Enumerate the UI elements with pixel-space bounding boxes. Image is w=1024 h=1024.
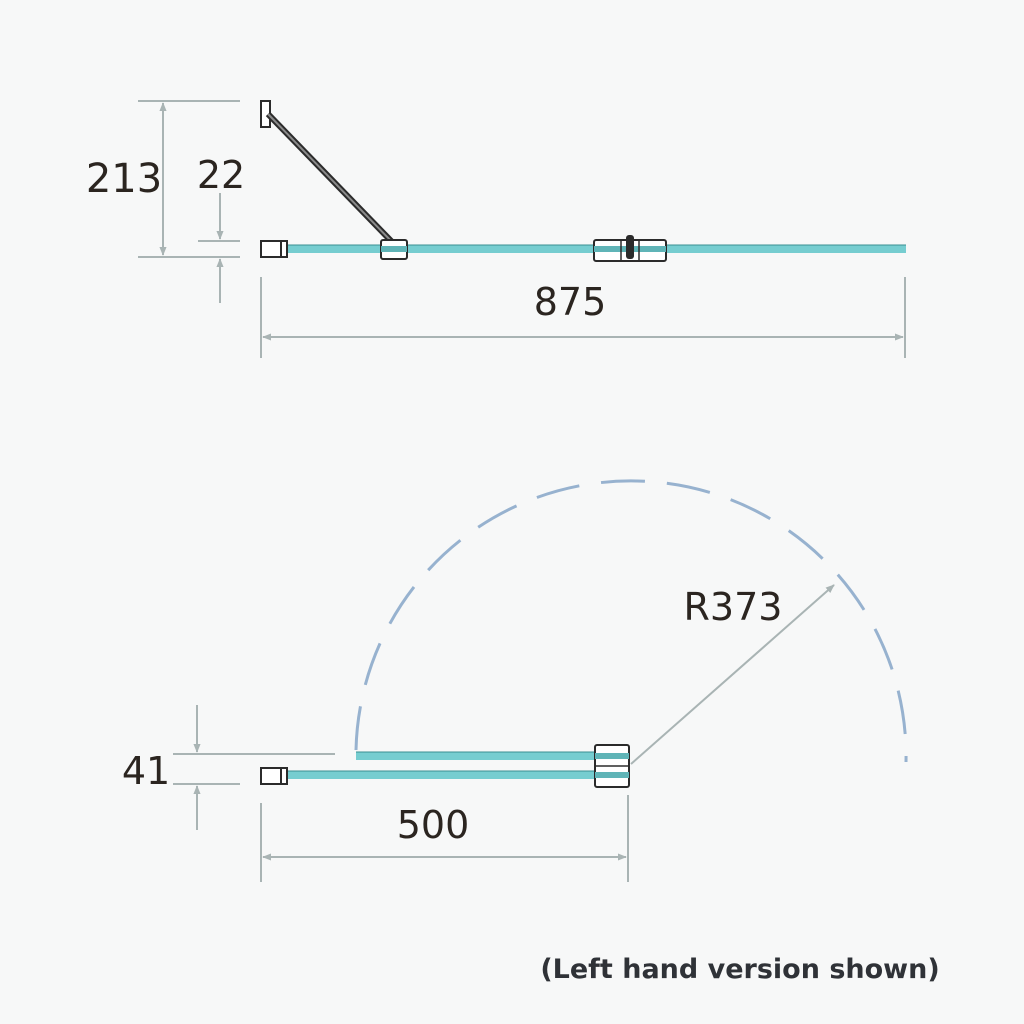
glass-panel-fixed (283, 771, 628, 779)
wall-channel-bottom (260, 767, 288, 785)
dim-label-500: 500 (397, 803, 470, 847)
dim-label-41: 41 (122, 749, 170, 793)
wall-channel (260, 240, 288, 258)
top-view: 213 22 875 (86, 100, 906, 358)
radius-label: R373 (684, 585, 783, 629)
dim-label-22: 22 (197, 153, 245, 197)
swing-arc (354, 479, 908, 763)
hinge-pin (626, 235, 634, 259)
dim-label-213: 213 (86, 156, 162, 202)
radius-line (630, 584, 835, 765)
orientation-note: (Left hand version shown) (540, 954, 939, 985)
dim-label-875: 875 (534, 280, 607, 324)
stay-arm-highlight (267, 113, 397, 247)
bottom-view: R373 41 500 (122, 479, 908, 882)
glass-panel-swing (356, 752, 628, 760)
